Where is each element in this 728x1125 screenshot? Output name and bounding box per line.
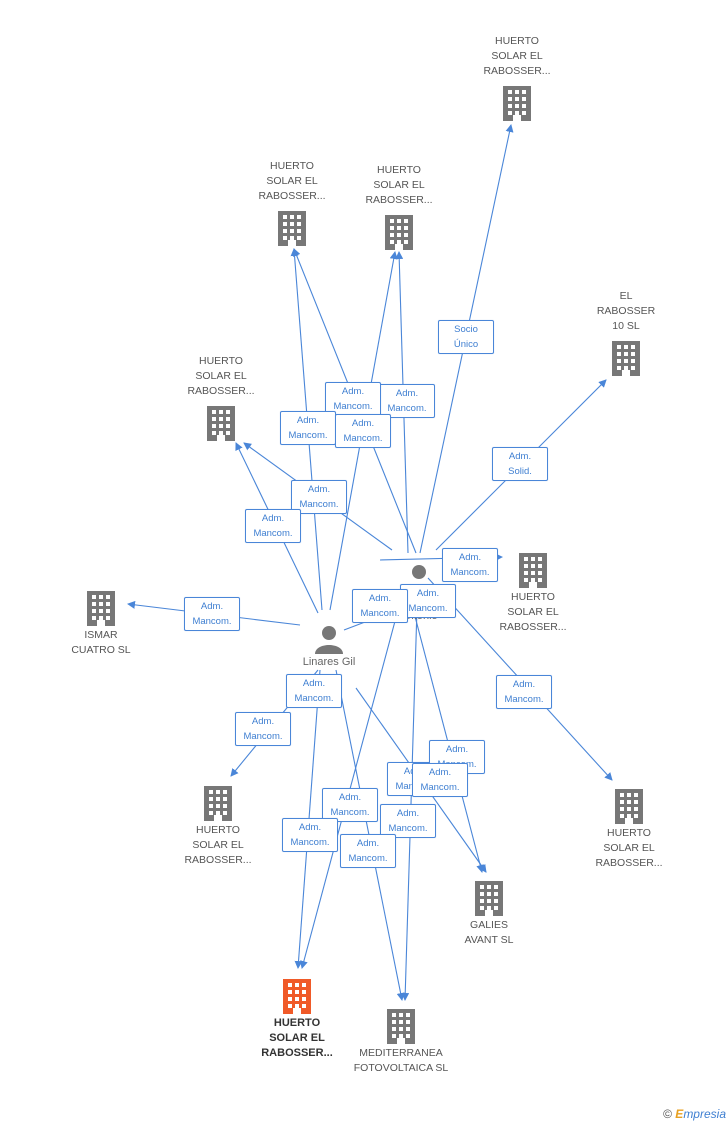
building-icon bbox=[383, 214, 415, 255]
relation-label[interactable]: Adm. Mancom. bbox=[184, 596, 240, 631]
copyright-icon: © bbox=[663, 1107, 672, 1121]
relation-label[interactable]: Adm. Mancom. bbox=[280, 410, 336, 445]
brand-name: mpresia bbox=[683, 1107, 726, 1121]
relation-label[interactable]: Socio Único bbox=[438, 319, 494, 354]
company-label: GALIES AVANT SL bbox=[464, 919, 514, 946]
company-label: ISMAR CUATRO SL bbox=[71, 629, 131, 656]
building-icon bbox=[202, 785, 234, 826]
relation-label[interactable]: Adm. Solid. bbox=[492, 446, 548, 481]
relation-label[interactable]: Adm. Mancom. bbox=[235, 711, 291, 746]
relation-label[interactable]: Adm. Mancom. bbox=[286, 673, 342, 708]
relation-label[interactable]: Adm. Mancom. bbox=[245, 508, 301, 543]
building-icon bbox=[613, 788, 645, 829]
relation-label[interactable]: Adm. Mancom. bbox=[352, 588, 408, 623]
company-label: HUERTO SOLAR EL RABOSSER... bbox=[499, 591, 567, 633]
relation-label[interactable]: Adm. Mancom. bbox=[335, 413, 391, 448]
relation-label[interactable]: Adm. Mancom. bbox=[412, 762, 468, 797]
relation-label[interactable]: Adm. Mancom. bbox=[379, 383, 435, 418]
company-label: HUERTO SOLAR EL RABOSSER... bbox=[187, 355, 255, 397]
relation-label[interactable]: Adm. Mancom. bbox=[400, 583, 456, 618]
relation-edge bbox=[411, 604, 485, 873]
relation-label[interactable]: Adm. Mancom. bbox=[496, 674, 552, 709]
building-icon bbox=[85, 590, 117, 631]
building-icon bbox=[281, 978, 313, 1019]
company-label: HUERTO SOLAR EL RABOSSER... bbox=[184, 824, 252, 866]
relation-label[interactable]: Adm. Mancom. bbox=[340, 833, 396, 868]
company-label: MEDITERRANEA FOTOVOLTAICA SL bbox=[353, 1047, 449, 1074]
building-icon bbox=[205, 405, 237, 446]
relation-label[interactable]: Adm. Mancom. bbox=[282, 817, 338, 852]
relation-label[interactable]: Adm. Mancom. bbox=[380, 803, 436, 838]
building-icon bbox=[517, 552, 549, 593]
relation-label[interactable]: Adm. Mancom. bbox=[442, 547, 498, 582]
footer-brand: © Empresia bbox=[663, 1107, 726, 1121]
building-icon bbox=[385, 1008, 417, 1049]
relation-label[interactable]: Adm. Mancom. bbox=[322, 787, 378, 822]
company-label: HUERTO SOLAR EL RABOSSER... bbox=[258, 160, 326, 202]
relation-label[interactable]: Adm. Mancom. bbox=[291, 479, 347, 514]
person-icon bbox=[314, 624, 344, 659]
building-icon bbox=[276, 210, 308, 251]
company-label: EL RABOSSER 10 SL bbox=[596, 290, 656, 332]
company-label: HUERTO SOLAR EL RABOSSER... bbox=[595, 827, 663, 869]
building-icon bbox=[501, 85, 533, 126]
brand-initial: E bbox=[675, 1107, 684, 1121]
company-label: HUERTO SOLAR EL RABOSSER... bbox=[483, 35, 551, 77]
building-icon bbox=[610, 340, 642, 381]
building-icon bbox=[473, 880, 505, 921]
company-label: HUERTO SOLAR EL RABOSSER... bbox=[261, 1017, 333, 1059]
company-label: HUERTO SOLAR EL RABOSSER... bbox=[365, 164, 433, 206]
